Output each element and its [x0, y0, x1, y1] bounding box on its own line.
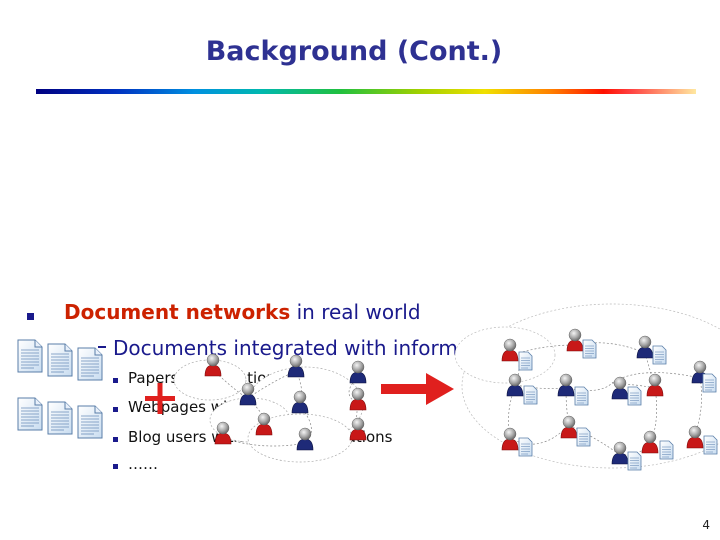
bullet-highlight: Document networks	[64, 300, 291, 324]
page-number: 4	[702, 518, 710, 532]
sub-bullet-documents: Documents integrated with information	[113, 336, 509, 360]
title-divider	[36, 89, 696, 94]
sub-sub-marker	[113, 464, 118, 469]
sub-sub-marker	[113, 378, 118, 383]
bullet-marker	[27, 313, 34, 320]
document-network	[454, 303, 720, 471]
social-graph	[173, 353, 367, 463]
arrow-right-icon	[381, 373, 454, 405]
sub-bullet-marker	[98, 346, 106, 348]
sub-sub-marker	[113, 407, 118, 412]
document-stack	[17, 339, 103, 439]
slide-title: Background (Cont.)	[205, 36, 503, 67]
item-ellipsis: ……	[128, 455, 158, 473]
user-icon	[349, 360, 367, 384]
bullet-document-networks: Document networks in real world	[64, 300, 421, 324]
user-icon	[287, 354, 305, 378]
plus-icon	[145, 383, 175, 414]
bullet-rest: in real world	[290, 300, 421, 324]
sub-sub-marker	[113, 437, 118, 442]
